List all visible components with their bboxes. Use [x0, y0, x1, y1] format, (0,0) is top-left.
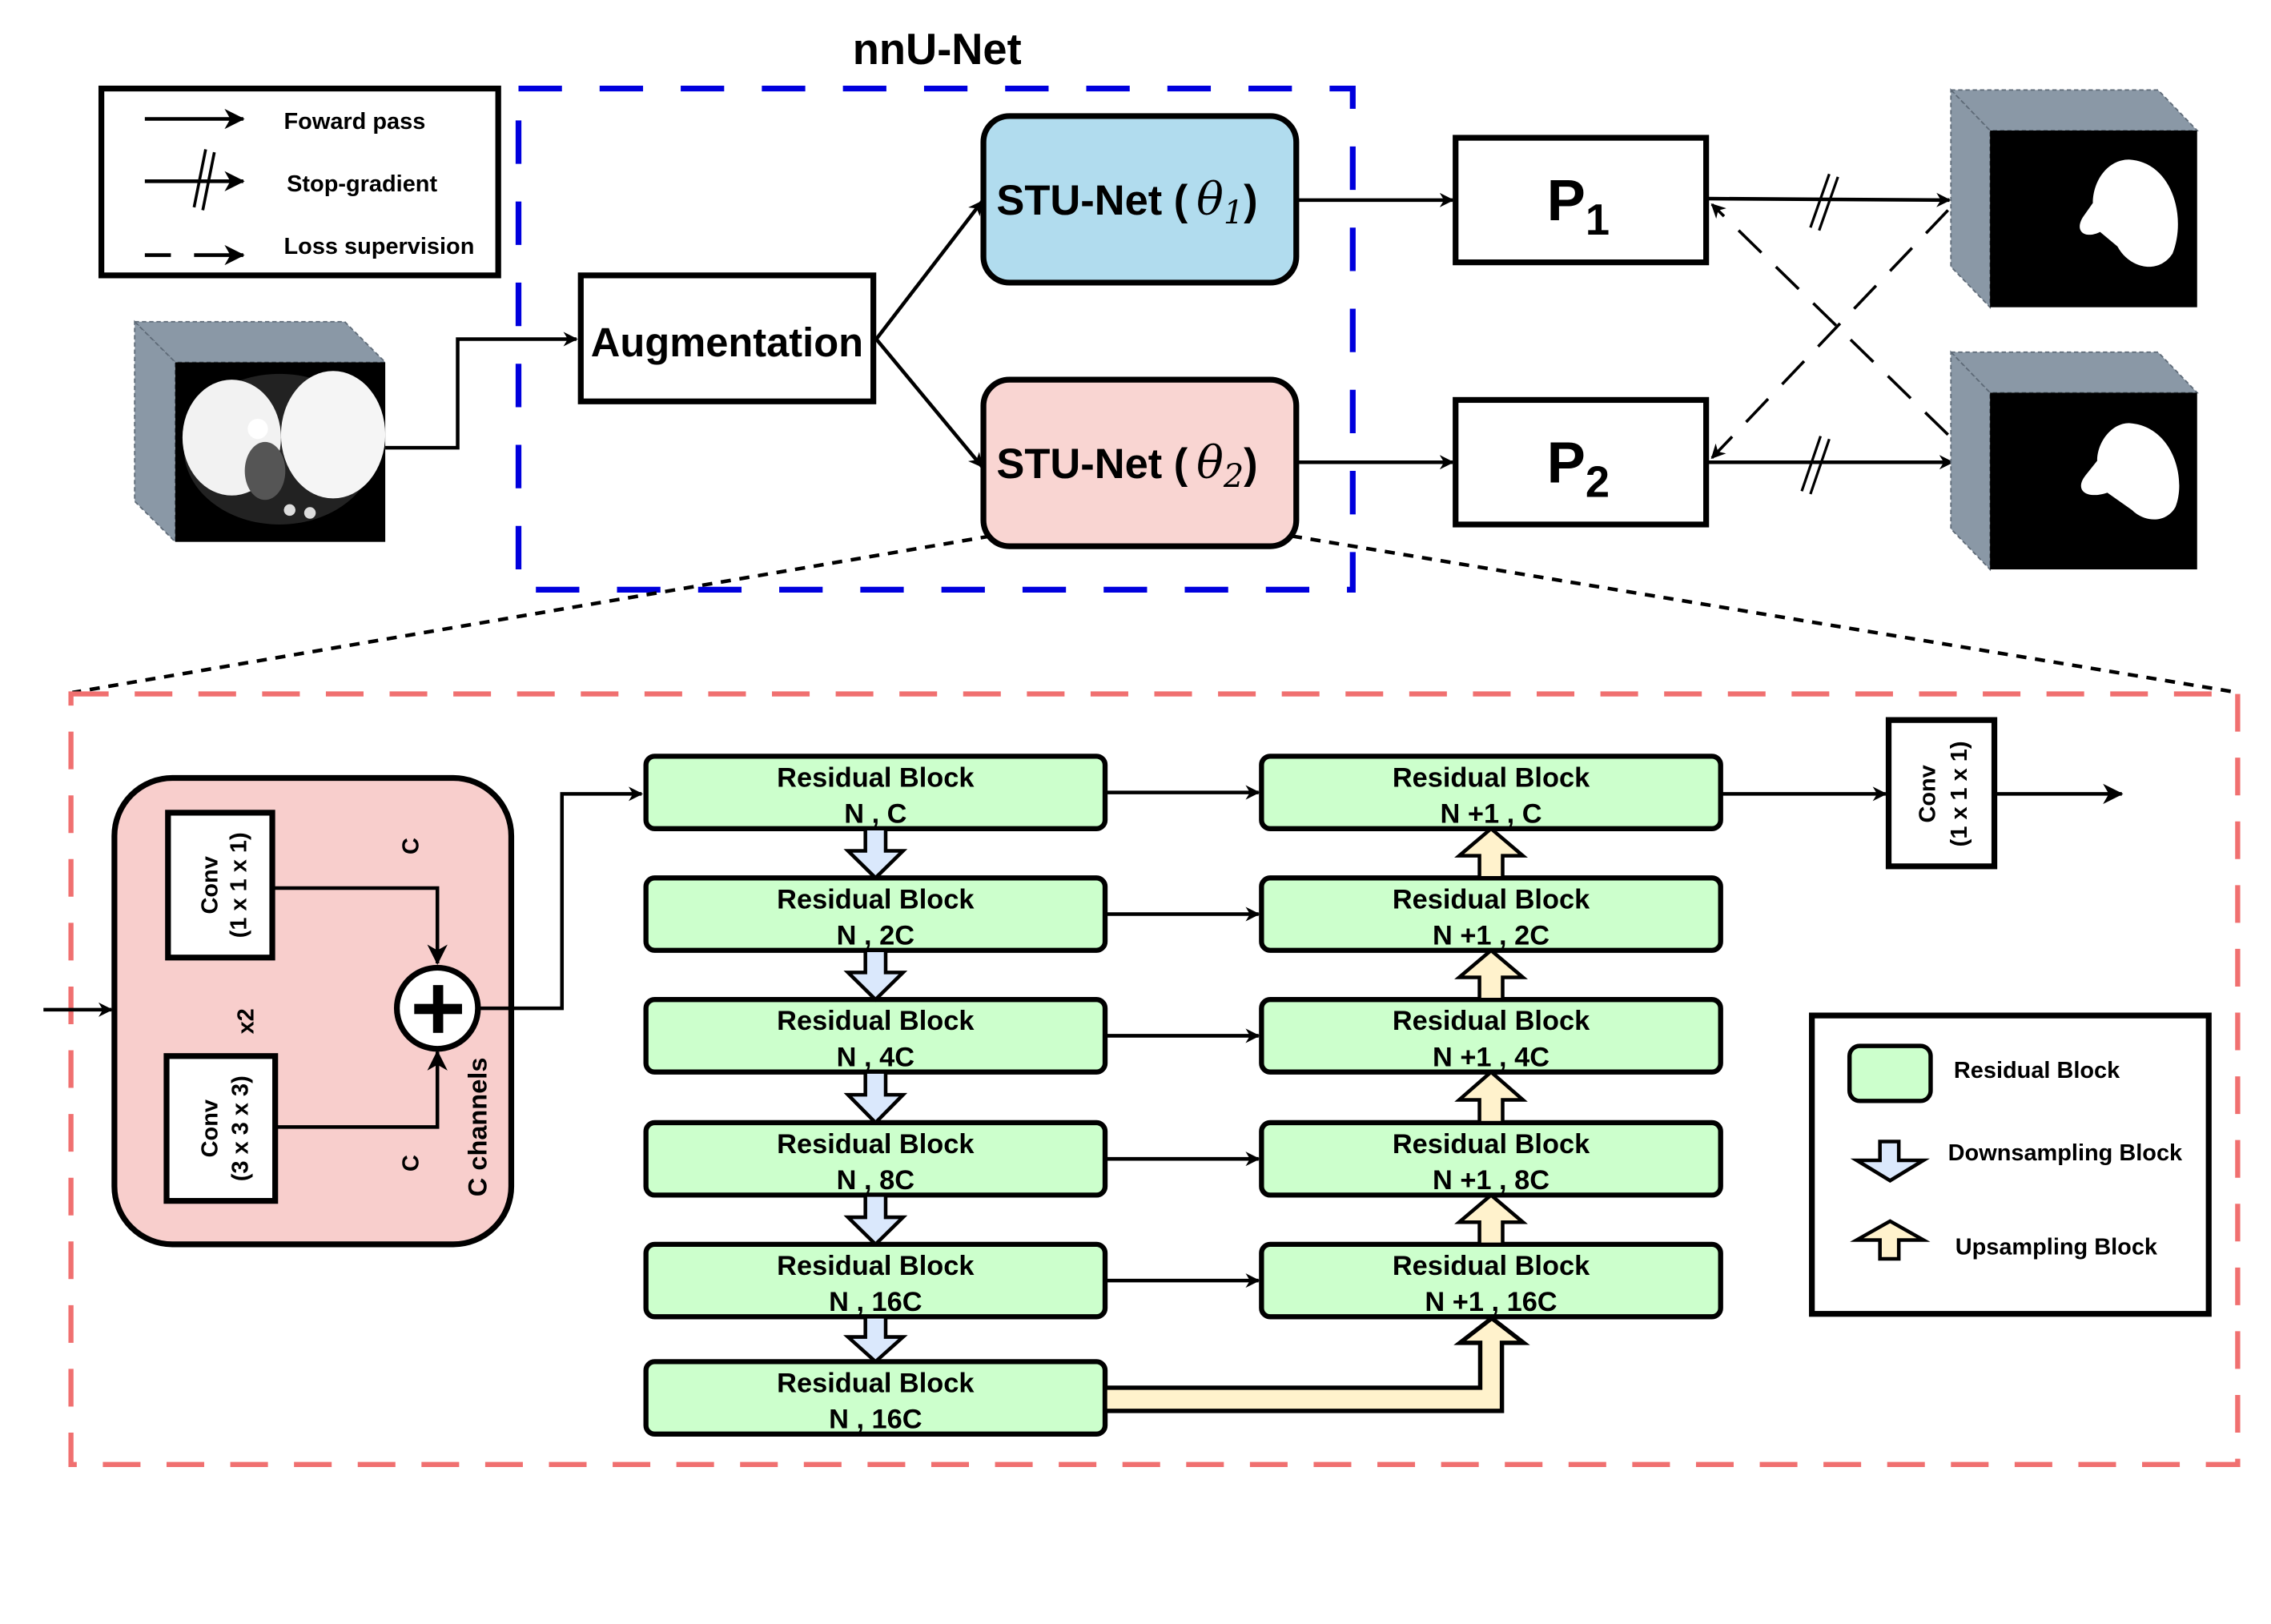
downsampling-arrow-icon	[843, 1315, 908, 1365]
block-channels: N +1 , 16C	[1425, 1287, 1557, 1317]
svg-text:(3 x 3 x 3): (3 x 3 x 3)	[227, 1075, 253, 1181]
downsampling-arrow-icon	[843, 948, 908, 1003]
upsampling-arrow-icon	[1454, 1192, 1528, 1247]
conv-1x1x1-detail: Conv (1 x 1 x 1)	[165, 810, 275, 961]
decoder-block-5: Residual Block N +1 , 16C	[1259, 1241, 1723, 1320]
block-title: Residual Block	[1393, 1251, 1590, 1281]
svg-text:Augmentation: Augmentation	[591, 320, 863, 365]
upsampling-arrow-icon	[1454, 947, 1528, 1002]
output1-to-p2-loss-arrow	[1710, 209, 1949, 460]
downsampling-arrow-icon	[843, 826, 908, 881]
block-channels: N +1 , 2C	[1433, 920, 1550, 951]
block-title: Residual Block	[777, 884, 975, 915]
block-channels: N +1 , 4C	[1433, 1042, 1550, 1072]
svg-text:(1 x 1 x 1): (1 x 1 x 1)	[1947, 741, 1972, 846]
bottleneck-upsampling-path	[1103, 1315, 1530, 1413]
downsampling-arrow-icon	[843, 1070, 908, 1126]
upsampling-arrow-icon	[1850, 1219, 1931, 1261]
output2-to-p1-loss-arrow	[1710, 203, 1949, 436]
diagram-title: nnU-Net	[853, 26, 1022, 74]
residual-block-detail: Conv (1 x 1 x 1) Conv (3 x 3 x 3) C C x2…	[111, 774, 515, 1248]
svg-text:(1 x 1 x 1): (1 x 1 x 1)	[226, 832, 251, 938]
p1-block: P1	[1453, 135, 1710, 266]
output-mask-2	[1949, 350, 2199, 572]
upsampling-arrow-icon	[1454, 1069, 1528, 1125]
encoder-block-5: Residual Block N , 16C	[643, 1241, 1108, 1320]
svg-text:STU-Net (θ2): STU-Net (θ2)	[996, 437, 1257, 495]
block-channels: N , 2C	[837, 920, 914, 951]
encoder-block-3: Residual Block N , 4C	[643, 997, 1108, 1075]
svg-text:P1: P1	[1547, 169, 1610, 244]
encoder-block-2: Residual Block N , 2C	[643, 875, 1108, 953]
block-title: Residual Block	[777, 1129, 975, 1160]
svg-text:Conv: Conv	[197, 856, 223, 914]
svg-text:Conv: Conv	[197, 1099, 223, 1157]
decoder-block-1: Residual Block N +1 , C	[1259, 754, 1723, 831]
encoder-block-4: Residual Block N , 8C	[643, 1120, 1108, 1198]
svg-text:P2: P2	[1547, 432, 1610, 507]
label-c-bottom: C	[399, 1155, 424, 1172]
encoder-block-1: Residual Block N , C	[643, 754, 1108, 831]
block-channels: N +1 , 8C	[1433, 1165, 1550, 1196]
legend-bottom: Residual Block Downsampling Block Upsamp…	[1809, 1012, 2212, 1317]
block-title: Residual Block	[1393, 1006, 1590, 1036]
block-channels: N , 8C	[837, 1165, 914, 1196]
add-operation-icon	[393, 964, 481, 1052]
stop-gradient-arrow-icon	[144, 149, 245, 211]
decoder-block-3: Residual Block N +1 , 4C	[1259, 997, 1723, 1075]
p1-to-output1-stop-gradient-arrow	[1706, 173, 1951, 231]
stu-net-1-block: STU-Net (θ1)	[980, 113, 1300, 286]
legend-stop-gradient-label: Stop-gradient	[287, 171, 437, 197]
input-to-augmentation-arrow	[385, 332, 578, 450]
input-ct-volume	[133, 320, 388, 544]
block-channels: N , 16C	[829, 1405, 922, 1435]
block-channels: N , 4C	[837, 1042, 914, 1072]
augmentation-block: Augmentation	[577, 272, 877, 404]
block-title: Residual Block	[777, 762, 975, 793]
upsampling-arrow-icon	[1454, 826, 1528, 880]
legend-loss-supervision-label: Loss supervision	[283, 234, 474, 259]
decoder-block-4: Residual Block N +1 , 8C	[1259, 1120, 1723, 1198]
decoder-block-2: Residual Block N +1 , 2C	[1259, 875, 1723, 953]
block-channels: N , 16C	[829, 1287, 922, 1317]
block-title: Residual Block	[777, 1006, 975, 1036]
output-mask-1	[1949, 88, 2199, 309]
svg-text:Downsampling Block: Downsampling Block	[1948, 1140, 2183, 1166]
conv-3x3x3-detail: Conv (3 x 3 x 3)	[163, 1053, 279, 1204]
block-title: Residual Block	[1393, 884, 1590, 915]
final-conv-block: Conv (1 x 1 x 1)	[1885, 717, 1998, 870]
block-channels: N +1 , C	[1441, 799, 1542, 830]
block-title: Residual Block	[1393, 762, 1590, 793]
zoom-line-right	[1291, 534, 2238, 695]
legend-forward-pass-label: Foward pass	[283, 109, 425, 135]
encoder-block-6: Residual Block N , 16C	[643, 1359, 1108, 1437]
downsampling-arrow-icon	[1850, 1140, 1930, 1183]
stu-net-2-block: STU-Net (θ2)	[980, 376, 1300, 549]
block-title: Residual Block	[777, 1368, 975, 1398]
svg-text:Residual Block: Residual Block	[1954, 1058, 2120, 1083]
svg-text:STU-Net (θ1): STU-Net (θ1)	[996, 174, 1257, 231]
block-channels: N , C	[844, 799, 906, 830]
p2-block: P2	[1453, 396, 1710, 528]
block-title: Residual Block	[777, 1251, 975, 1281]
block-title: Residual Block	[1393, 1129, 1590, 1160]
aug-to-stu1-arrow	[874, 200, 984, 340]
zoom-line-left	[72, 534, 991, 695]
detail-to-encoder-arrow	[477, 786, 644, 1011]
svg-text:Conv: Conv	[1915, 765, 1940, 822]
p2-to-output2-stop-gradient-arrow	[1706, 436, 1954, 495]
svg-text:Upsampling Block: Upsampling Block	[1955, 1235, 2158, 1260]
label-c-top: C	[399, 838, 424, 854]
nnunet-region	[515, 85, 1356, 593]
residual-block-swatch-icon	[1847, 1043, 1933, 1103]
aug-to-stu2-arrow	[874, 338, 984, 468]
downsampling-arrow-icon	[843, 1193, 908, 1248]
legend-top: Foward pass Stop-gradient Loss supervisi…	[98, 85, 501, 279]
label-x2: x2	[234, 1008, 259, 1034]
label-c-channels: C channels	[464, 1058, 492, 1197]
